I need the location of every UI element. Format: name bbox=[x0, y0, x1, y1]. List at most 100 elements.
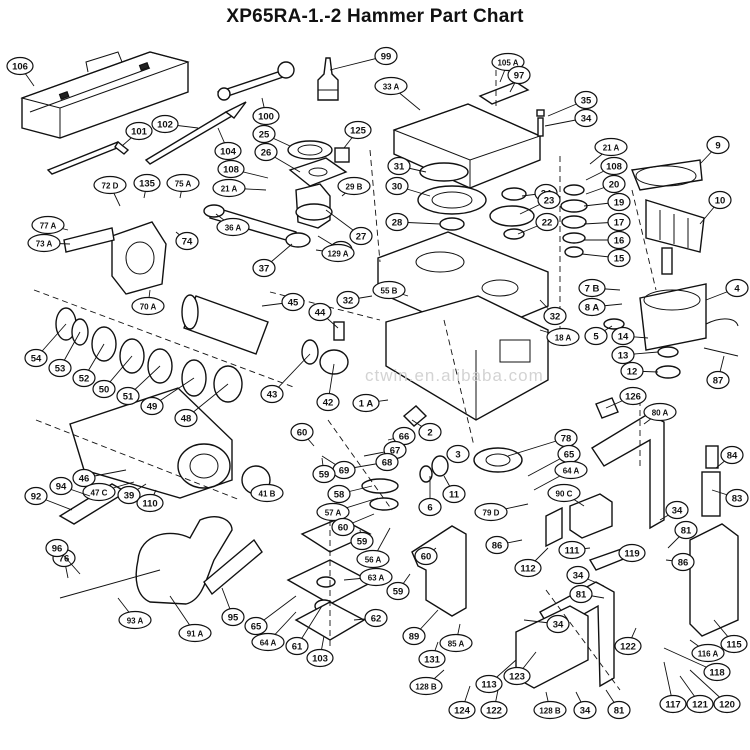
callout-number: 48 bbox=[181, 413, 192, 424]
part-callout-81: 81 bbox=[674, 520, 698, 540]
part-callout-16: 16 bbox=[607, 230, 631, 250]
callout-number: 34 bbox=[553, 619, 564, 630]
callout-number: 65 bbox=[251, 621, 262, 632]
callout-number: 67 bbox=[390, 445, 401, 456]
callout-ellipse bbox=[569, 584, 593, 604]
callout-ellipse bbox=[547, 483, 581, 503]
callout-number: 35 bbox=[581, 95, 592, 106]
callout-number: 31 bbox=[394, 161, 405, 172]
callout-ellipse bbox=[27, 233, 61, 253]
callout-ellipse bbox=[485, 535, 509, 555]
part-callout-29b: 29 B bbox=[337, 176, 371, 196]
part-callout-129a: 129 A bbox=[321, 243, 355, 263]
callout-number: 42 bbox=[323, 397, 334, 408]
callout-ellipse bbox=[281, 292, 305, 312]
callout-ellipse bbox=[316, 392, 340, 412]
part-callout-120: 120 bbox=[713, 694, 741, 714]
part-callout-21a: 21 A bbox=[212, 178, 246, 198]
part-callout-104: 104 bbox=[214, 141, 242, 161]
callout-ellipse bbox=[418, 497, 442, 517]
callout-number: 34 bbox=[581, 113, 592, 124]
part-callout-99: 99 bbox=[374, 46, 398, 66]
callout-ellipse bbox=[131, 296, 165, 316]
callout-number: 108 bbox=[606, 161, 622, 172]
part-callout-121: 121 bbox=[686, 694, 714, 714]
callout-number: 30 bbox=[392, 181, 403, 192]
callout-number: 61 bbox=[292, 641, 303, 652]
part-callout-30: 30 bbox=[385, 176, 409, 196]
callout-number: 4 bbox=[734, 283, 740, 294]
callout-number: 36 A bbox=[225, 223, 242, 232]
callout-number: 116 A bbox=[698, 649, 719, 658]
callout-number: 34 bbox=[580, 705, 591, 716]
part-callout-93a: 93 A bbox=[118, 610, 152, 630]
part-callout-33a: 33 A bbox=[374, 76, 408, 96]
part-callout-64a: 64 A bbox=[554, 460, 588, 480]
callout-ellipse bbox=[356, 549, 390, 569]
callout-ellipse bbox=[708, 190, 732, 210]
part-callout-25: 25 bbox=[252, 124, 276, 144]
callout-number: 33 A bbox=[383, 82, 400, 91]
part-callout-2: 2 bbox=[418, 422, 442, 442]
callout-number: 135 bbox=[139, 178, 156, 189]
callout-number: 65 bbox=[564, 449, 575, 460]
part-callout-23: 23 bbox=[537, 190, 561, 210]
callout-number: 34 bbox=[573, 570, 584, 581]
callout-number: 58 bbox=[334, 489, 345, 500]
callout-number: 122 bbox=[620, 641, 636, 652]
callout-ellipse bbox=[250, 483, 284, 503]
callout-ellipse bbox=[535, 212, 559, 232]
callout-ellipse bbox=[558, 540, 586, 560]
part-callout-102: 102 bbox=[151, 114, 179, 134]
callout-number: 32 bbox=[550, 311, 561, 322]
callout-number: 29 B bbox=[346, 182, 363, 191]
callout-ellipse bbox=[720, 445, 744, 465]
part-callout-34: 34 bbox=[574, 108, 598, 128]
callout-number: 66 bbox=[399, 431, 410, 442]
part-callout-61: 61 bbox=[285, 636, 309, 656]
part-callout-11: 11 bbox=[442, 484, 466, 504]
part-callout-44: 44 bbox=[308, 302, 332, 322]
callout-number: 41 B bbox=[259, 489, 276, 498]
callout-number: 101 bbox=[131, 126, 148, 137]
callout-number: 76 bbox=[59, 553, 70, 564]
part-callout-34: 34 bbox=[665, 500, 689, 520]
part-callout-34: 34 bbox=[573, 700, 597, 720]
callout-number: 86 bbox=[492, 540, 503, 551]
callout-ellipse bbox=[607, 230, 631, 250]
callout-ellipse bbox=[175, 231, 199, 251]
callout-number: 118 bbox=[709, 667, 724, 678]
callout-ellipse bbox=[448, 700, 476, 720]
part-callout-126: 126 bbox=[619, 386, 647, 406]
callout-number: 37 bbox=[259, 263, 270, 274]
callout-ellipse bbox=[442, 484, 466, 504]
part-callout-7b: 7 B bbox=[578, 278, 606, 298]
part-callout-101: 101 bbox=[125, 121, 153, 141]
callout-number: 128 B bbox=[539, 706, 561, 715]
part-callout-28: 28 bbox=[385, 212, 409, 232]
part-callout-86: 86 bbox=[671, 552, 695, 572]
callout-ellipse bbox=[614, 636, 642, 656]
callout-number: 45 bbox=[288, 297, 299, 308]
callout-ellipse bbox=[352, 393, 380, 413]
callout-number: 120 bbox=[719, 699, 735, 710]
callout-ellipse bbox=[216, 217, 250, 237]
part-callout-5: 5 bbox=[584, 326, 608, 346]
callout-number: 60 bbox=[421, 551, 432, 562]
callout-ellipse bbox=[474, 502, 508, 522]
part-callout-83: 83 bbox=[725, 488, 749, 508]
callout-ellipse bbox=[619, 386, 647, 406]
callout-ellipse bbox=[285, 636, 309, 656]
callout-number: 104 bbox=[220, 146, 237, 157]
callout-number: 124 bbox=[454, 705, 471, 716]
part-callout-77a: 77 A bbox=[31, 215, 65, 235]
callout-ellipse bbox=[349, 226, 373, 246]
callout-number: 63 A bbox=[368, 573, 385, 582]
callout-number: 18 A bbox=[555, 333, 572, 342]
part-callout-57a: 57 A bbox=[316, 502, 350, 522]
callout-ellipse bbox=[117, 485, 141, 505]
callout-ellipse bbox=[574, 90, 598, 110]
part-callout-12: 12 bbox=[620, 361, 644, 381]
part-callout-13: 13 bbox=[611, 345, 635, 365]
